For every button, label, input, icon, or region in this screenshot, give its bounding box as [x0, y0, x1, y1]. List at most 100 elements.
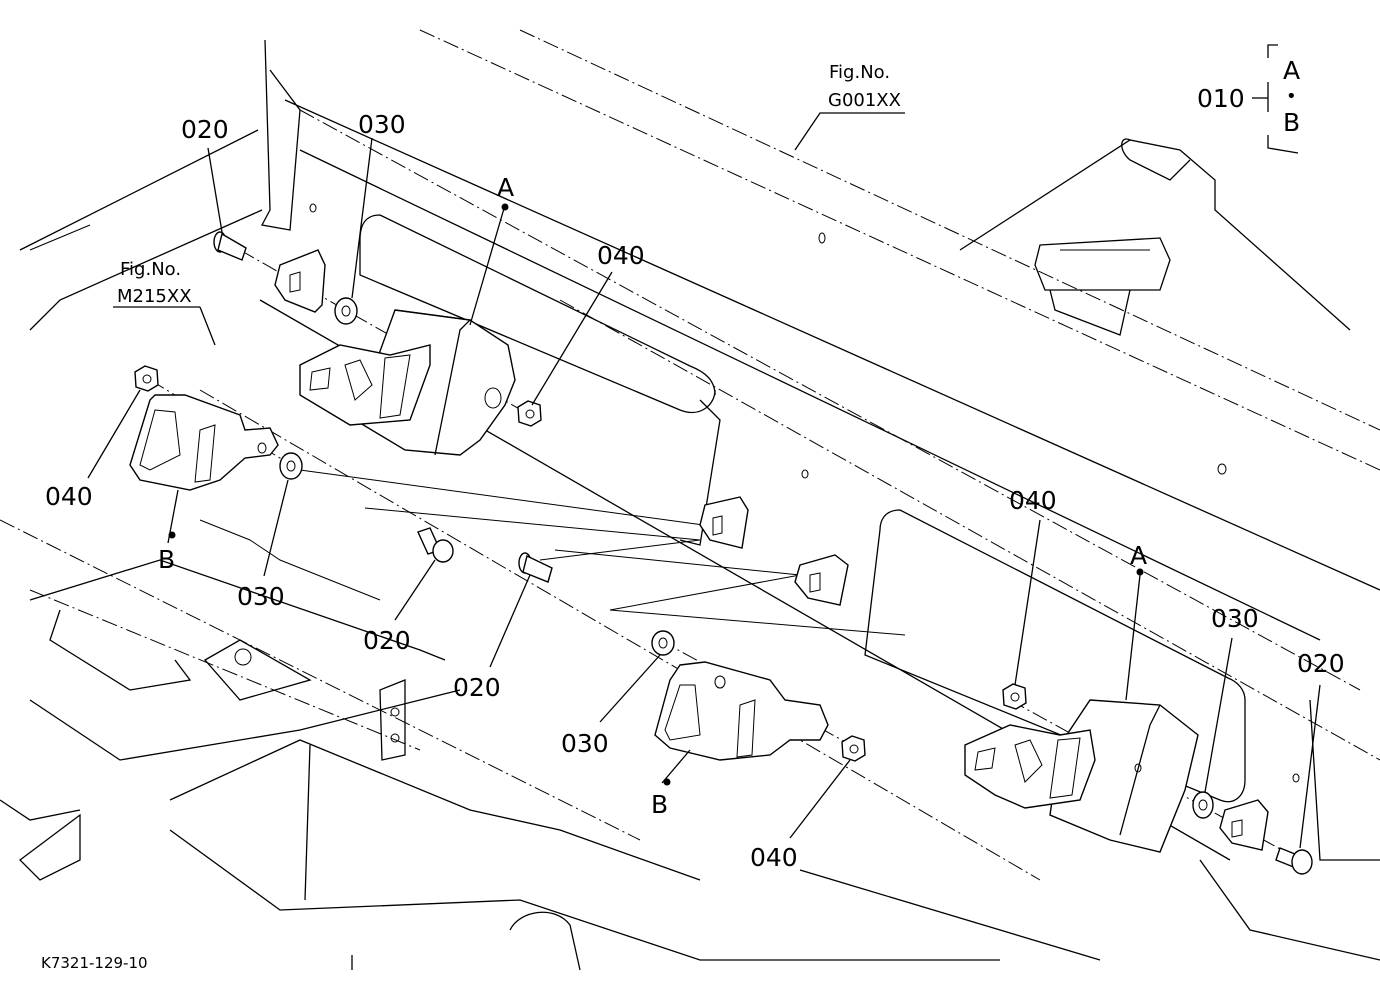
frame-structure [0, 29, 1380, 971]
wire-3 [554, 549, 906, 636]
washer-030-a-hole [341, 305, 351, 317]
nut-040-c-hole [1010, 692, 1020, 702]
bolt-020-d-head [1291, 849, 1313, 875]
leader-A-right [1125, 574, 1141, 701]
label-A-left: A [497, 173, 514, 202]
right-lower-floor [1199, 859, 1380, 961]
frame-centerline-7 [0, 519, 641, 841]
clip-right [1219, 799, 1269, 851]
frame-centerline-4 [559, 299, 1380, 761]
nut-040-b [517, 400, 542, 427]
floor-left-lip [0, 799, 81, 821]
bolt-020-b-head [432, 539, 454, 563]
leader-030-d [1204, 637, 1233, 793]
bolt-020-a [213, 231, 247, 261]
lower-left-bracket [19, 813, 81, 881]
retractor-left-hole [484, 387, 502, 409]
washer-030-c-hole [658, 637, 668, 649]
leader-040-d [789, 759, 851, 839]
clip-center-1 [699, 496, 749, 549]
right-frame-top [959, 139, 1351, 331]
washer-030-b-hole [286, 460, 296, 472]
label-030-d: 030 [1211, 604, 1259, 633]
nut-040-a [134, 365, 159, 392]
legend-bracket-bottom [1267, 135, 1299, 154]
label-040-d: 040 [750, 843, 798, 872]
buckle-left [129, 394, 279, 491]
left-rail [29, 209, 263, 331]
panel-cutout-right [864, 509, 1246, 803]
retractor-right-edge [1119, 704, 1161, 836]
dot-A-left [501, 203, 509, 211]
right-hinge [1121, 138, 1191, 181]
legend-bracket-top [1267, 44, 1278, 58]
label-040-a: 040 [45, 482, 93, 511]
buckle-center-hole [714, 675, 726, 689]
panel-cutout-left-side [679, 399, 721, 546]
floor-channel-top [169, 739, 701, 881]
dot-B-left [168, 531, 176, 539]
buckle-center-slot-2 [736, 699, 756, 758]
label-010: 010 [1197, 84, 1245, 113]
right-lower-panel [1309, 699, 1380, 861]
dot-A-right [1136, 568, 1144, 576]
frame-centerline-2 [519, 29, 1380, 431]
right-bracket [1034, 237, 1171, 291]
leader-020-d [1299, 684, 1321, 849]
label-030-c: 030 [561, 729, 609, 758]
retractor-left-edge [394, 309, 472, 456]
bolt-020-a-shank [217, 232, 247, 261]
fig-number-g001: G001XX [828, 90, 901, 111]
frame-hole-1 [309, 203, 317, 213]
retractor-right-hole [1134, 763, 1142, 773]
buckle-center-slot [664, 684, 701, 741]
fig-label-g001: Fig.No. [829, 62, 890, 83]
leader-040-b [531, 271, 613, 406]
label-020-c: 020 [453, 673, 501, 702]
retractor-right [964, 699, 1199, 853]
retractor-left [299, 309, 516, 456]
washer-030-b [279, 452, 303, 480]
clip-right-slot [1231, 819, 1243, 838]
leader-020-a [207, 147, 223, 233]
panel-cutout-left [359, 214, 716, 414]
floor-front-rail [799, 869, 1101, 961]
label-040-b: 040 [597, 241, 645, 270]
buckle-left-hole [257, 442, 267, 454]
floor-upright-tab [379, 679, 406, 761]
dot-B-center [663, 778, 671, 786]
retractor-left-slot-3 [379, 354, 411, 419]
retractor-left-slot-1 [309, 367, 331, 391]
panel-inner-edge [299, 149, 1321, 641]
frame-hole-5 [1292, 773, 1300, 783]
panel-top-edge [284, 99, 1380, 591]
label-030-b: 030 [237, 582, 285, 611]
drawing-code: K7321-129-10 [41, 954, 148, 972]
bolt-020-c [518, 552, 553, 583]
label-020-a: 020 [181, 115, 229, 144]
callout-leaders [87, 112, 1321, 849]
legend-010 [1252, 44, 1299, 154]
retractor-right-webbing [964, 724, 1096, 809]
retractor-right-slot-3 [1049, 737, 1081, 799]
floor-bracket-left [49, 609, 192, 691]
left-rail-top [19, 129, 259, 251]
label-legend-bullet: • [1286, 86, 1297, 107]
text-labels: 010 A • B Fig.No. G001XX Fig.No. M215XX … [41, 56, 1345, 972]
label-B-center: B [651, 790, 668, 819]
frame-hole-4 [1217, 463, 1227, 475]
left-post [261, 39, 301, 231]
leader-030-c [599, 654, 661, 723]
clip-center-1-slot [712, 515, 723, 536]
frame-centerline-3 [299, 109, 1361, 691]
floor-plate [203, 639, 312, 701]
floor-edge-2 [29, 689, 461, 761]
frame-centerline-6 [29, 589, 421, 751]
retractor-left-slot-2 [344, 359, 373, 401]
leader-fig-m215 [199, 306, 216, 346]
parts [129, 231, 1313, 875]
buckle-left-slot [139, 409, 181, 471]
label-A-right: A [1130, 541, 1147, 570]
floor-channel-bottom [169, 829, 1000, 961]
